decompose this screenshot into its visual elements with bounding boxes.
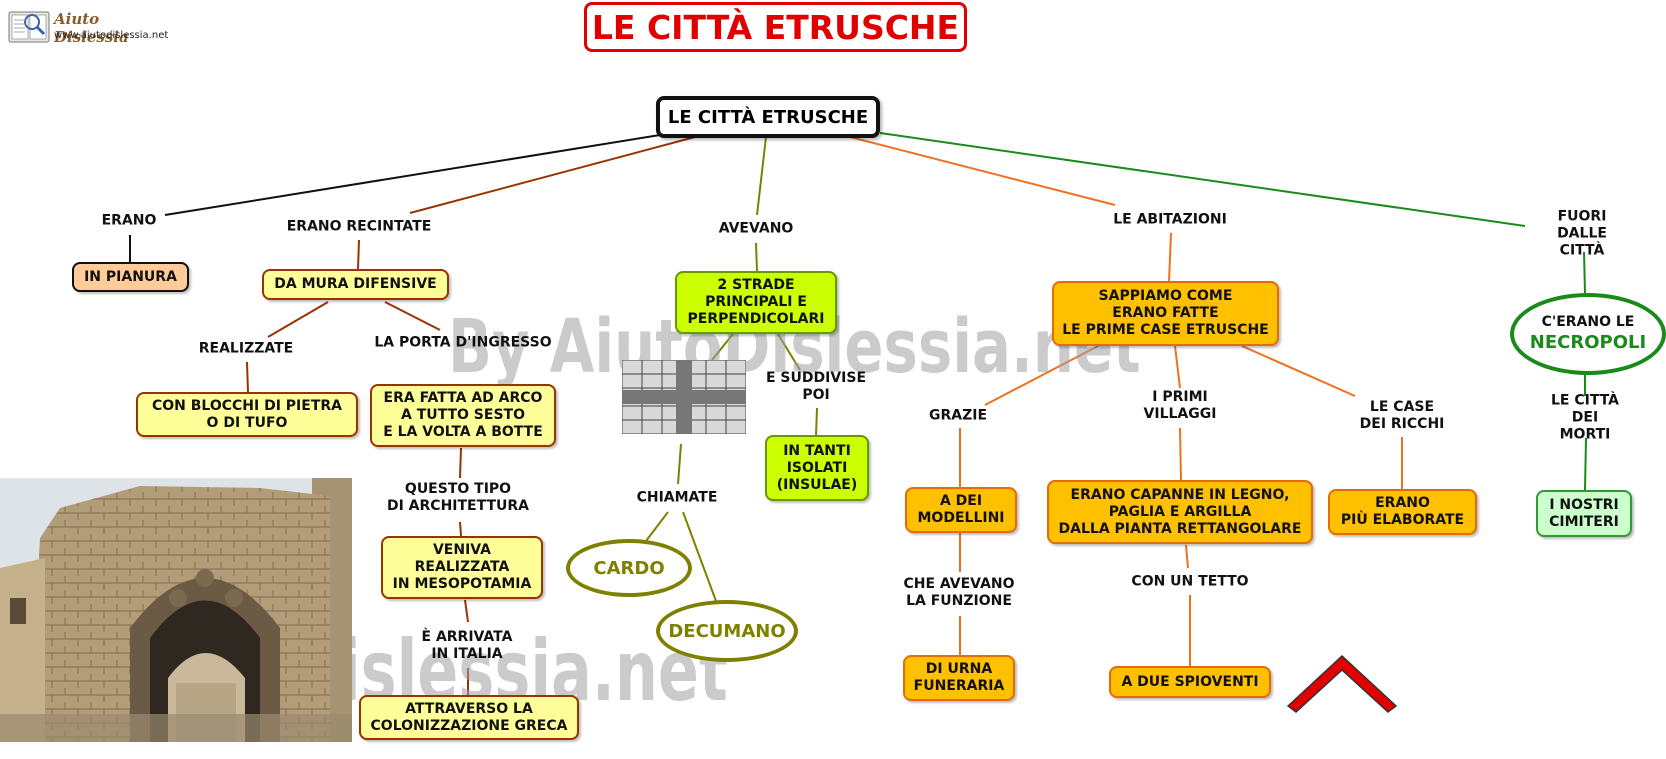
link-case-ricchi: LE CASE DEI RICCHI bbox=[1359, 399, 1445, 432]
node-colonizzazione-greca: ATTRAVERSO LA COLONIZZAZIONE GRECA bbox=[359, 695, 579, 740]
link-funzione: CHE AVEVANO LA FUNZIONE bbox=[903, 576, 1015, 609]
link-erano-recintate: ERANO RECINTATE bbox=[286, 218, 432, 235]
node-mesopotamia: VENIVA REALIZZATA IN MESOPOTAMIA bbox=[381, 536, 543, 599]
etruscan-gate-photo bbox=[0, 478, 352, 742]
node-capanne: ERANO CAPANNE IN LEGNO, PAGLIA E ARGILLA… bbox=[1047, 480, 1313, 544]
node-in-pianura: IN PIANURA bbox=[72, 262, 189, 292]
link-primi-villaggi: I PRIMI VILLAGGI bbox=[1143, 389, 1217, 422]
necropoli-line2: NECROPOLI bbox=[1529, 332, 1647, 353]
node-modellini: A DEI MODELLINI bbox=[905, 487, 1017, 533]
page-title: LE CITTÀ ETRUSCHE bbox=[584, 2, 967, 52]
link-abitazioni: LE ABITAZIONI bbox=[1113, 211, 1227, 228]
gable-roof-icon bbox=[1286, 654, 1398, 713]
link-avevano: AVEVANO bbox=[718, 220, 794, 237]
logo-url: www.aiutodislessia.net bbox=[54, 30, 169, 41]
link-suddivise: E SUDDIVISE POI bbox=[765, 370, 867, 403]
city-grid-icon bbox=[622, 360, 746, 434]
node-sappiamo-come: SAPPIAMO COME ERANO FATTE LE PRIME CASE … bbox=[1052, 281, 1279, 346]
link-con-un-tetto: CON UN TETTO bbox=[1131, 573, 1249, 590]
node-piu-elaborate: ERANO PIÙ ELABORATE bbox=[1328, 489, 1477, 535]
node-necropoli: C'ERANO LE NECROPOLI bbox=[1510, 293, 1666, 375]
node-con-blocchi: CON BLOCCHI DI PIETRA O DI TUFO bbox=[136, 392, 358, 437]
site-logo[interactable]: Aiuto Dislessia www.aiutodislessia.net bbox=[8, 6, 170, 46]
root-node: LE CITTÀ ETRUSCHE bbox=[656, 96, 880, 138]
logo-book-icon bbox=[8, 11, 50, 43]
node-decumano: DECUMANO bbox=[656, 600, 798, 662]
link-fuori-citta: FUORI DALLE CITTÀ bbox=[1557, 208, 1607, 259]
link-citta-morti: LE CITTÀ DEI MORTI bbox=[1550, 392, 1619, 443]
necropoli-line1: C'ERANO LE bbox=[1541, 314, 1635, 330]
node-due-spioventi: A DUE SPIOVENTI bbox=[1109, 666, 1271, 698]
node-cardo: CARDO bbox=[566, 539, 692, 597]
link-erano: ERANO bbox=[101, 212, 157, 229]
node-urna-funeraria: DI URNA FUNERARIA bbox=[903, 655, 1015, 701]
node-insulae: IN TANTI ISOLATI (INSULAE) bbox=[765, 435, 869, 501]
link-questo-tipo: QUESTO TIPO DI ARCHITETTURA bbox=[386, 481, 530, 514]
node-nostri-cimiteri: I NOSTRI CIMITERI bbox=[1536, 490, 1632, 537]
link-porta-ingresso: LA PORTA D'INGRESSO bbox=[374, 334, 552, 351]
link-chiamate: CHIAMATE bbox=[636, 489, 718, 506]
link-arrivata-italia: È ARRIVATA IN ITALIA bbox=[421, 629, 513, 662]
node-due-strade: 2 STRADE PRINCIPALI E PERPENDICOLARI bbox=[675, 271, 837, 334]
link-grazie: GRAZIE bbox=[928, 407, 988, 424]
node-arco-tutto-sesto: ERA FATTA AD ARCO A TUTTO SESTO E LA VOL… bbox=[370, 384, 556, 447]
node-da-mura-difensive: DA MURA DIFENSIVE bbox=[262, 269, 449, 300]
logo-name: Aiuto Dislessia bbox=[54, 10, 129, 46]
link-realizzate: REALIZZATE bbox=[198, 340, 294, 357]
